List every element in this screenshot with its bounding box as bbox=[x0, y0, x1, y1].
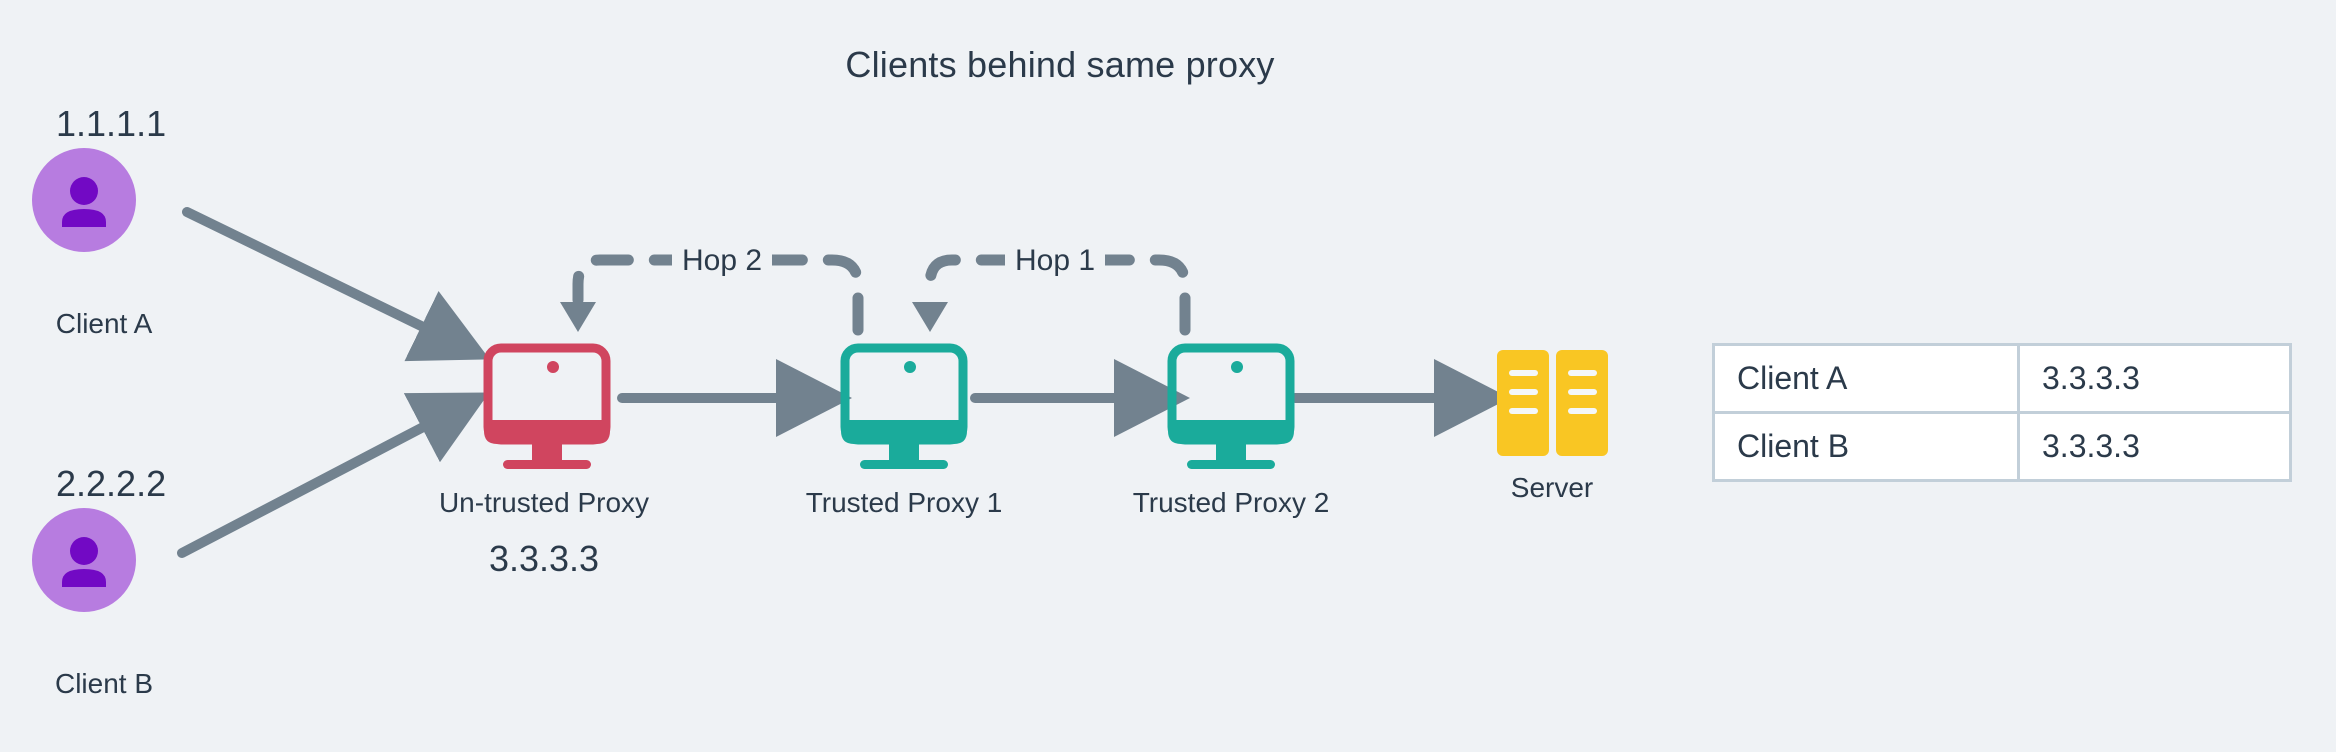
table-body: Client A 3.3.3.3 Client B 3.3.3.3 bbox=[1712, 343, 2292, 482]
server-label: Server bbox=[1510, 472, 1594, 503]
row-0-client: Client A bbox=[1712, 343, 2020, 414]
hop1-arrowhead bbox=[912, 302, 948, 332]
arrow-client-a-to-untrusted-proxy bbox=[182, 207, 490, 362]
client-a-label: Client A bbox=[55, 308, 153, 339]
client-b-avatar bbox=[32, 508, 136, 612]
table-row: Client B 3.3.3.3 bbox=[1712, 411, 2292, 482]
row-1-ip: 3.3.3.3 bbox=[2017, 411, 2292, 482]
client-ip-table: Client A 3.3.3.3 Client B 3.3.3.3 bbox=[1712, 343, 2292, 482]
client-b-ip: 2.2.2.2 bbox=[56, 463, 167, 504]
client-a-ip: 1.1.1.1 bbox=[56, 103, 167, 144]
arrow-client-b-to-untrusted-proxy bbox=[177, 392, 490, 558]
client-b-label: Client B bbox=[54, 668, 154, 699]
untrusted-proxy-icon bbox=[483, 343, 611, 469]
trusted-proxy-1-icon bbox=[840, 343, 968, 469]
row-1-client: Client B bbox=[1712, 411, 2020, 482]
trusted-proxy-2-label: Trusted Proxy 2 bbox=[1132, 487, 1330, 518]
client-a-avatar bbox=[32, 148, 136, 252]
untrusted-proxy-label: Un-trusted Proxy bbox=[438, 487, 650, 518]
hop-2-label: Hop 2 bbox=[672, 244, 773, 278]
untrusted-proxy-ip: 3.3.3.3 bbox=[488, 538, 600, 579]
row-0-ip: 3.3.3.3 bbox=[2017, 343, 2292, 414]
server-icon bbox=[1497, 350, 1608, 456]
person-icon bbox=[62, 537, 106, 587]
page-title: Clients behind same proxy bbox=[845, 44, 1275, 85]
hop-1-label: Hop 1 bbox=[1005, 244, 1106, 278]
trusted-proxy-2-icon bbox=[1167, 343, 1295, 469]
hop2-arrowhead bbox=[560, 302, 596, 332]
table-row: Client A 3.3.3.3 bbox=[1712, 343, 2292, 414]
person-icon bbox=[62, 177, 106, 227]
trusted-proxy-1-label: Trusted Proxy 1 bbox=[805, 487, 1003, 518]
